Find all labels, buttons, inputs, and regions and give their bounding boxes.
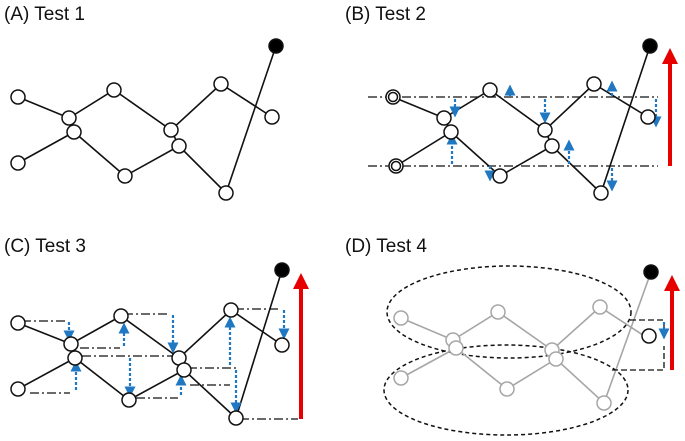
panel-d-tip-node (643, 264, 659, 280)
panel-a-graph (17, 45, 277, 195)
panel-a-nodes (10, 38, 284, 201)
panel-d-title: (D) Test 4 (345, 236, 428, 257)
panel-d-highlight-node (641, 328, 657, 344)
panel-c-guide-lines (22, 308, 298, 420)
panel-c-graph (17, 269, 283, 420)
panel-d-cluster-ellipses (383, 265, 632, 436)
panel-b-title: (B) Test 2 (345, 4, 426, 25)
panel-c-title: (C) Test 3 (4, 236, 87, 257)
panel-d-guide-lines (612, 319, 665, 371)
panel-c-dashed-arrows (63, 310, 290, 414)
panel-a-title: (A) Test 1 (4, 4, 85, 25)
panel-c-nodes (10, 262, 290, 426)
panel-d-graph-faded (400, 271, 652, 405)
panel-b-dashed-arrows (446, 80, 662, 192)
panel-d-nodes-faded (393, 299, 612, 411)
panel-b-nodes (385, 38, 658, 201)
